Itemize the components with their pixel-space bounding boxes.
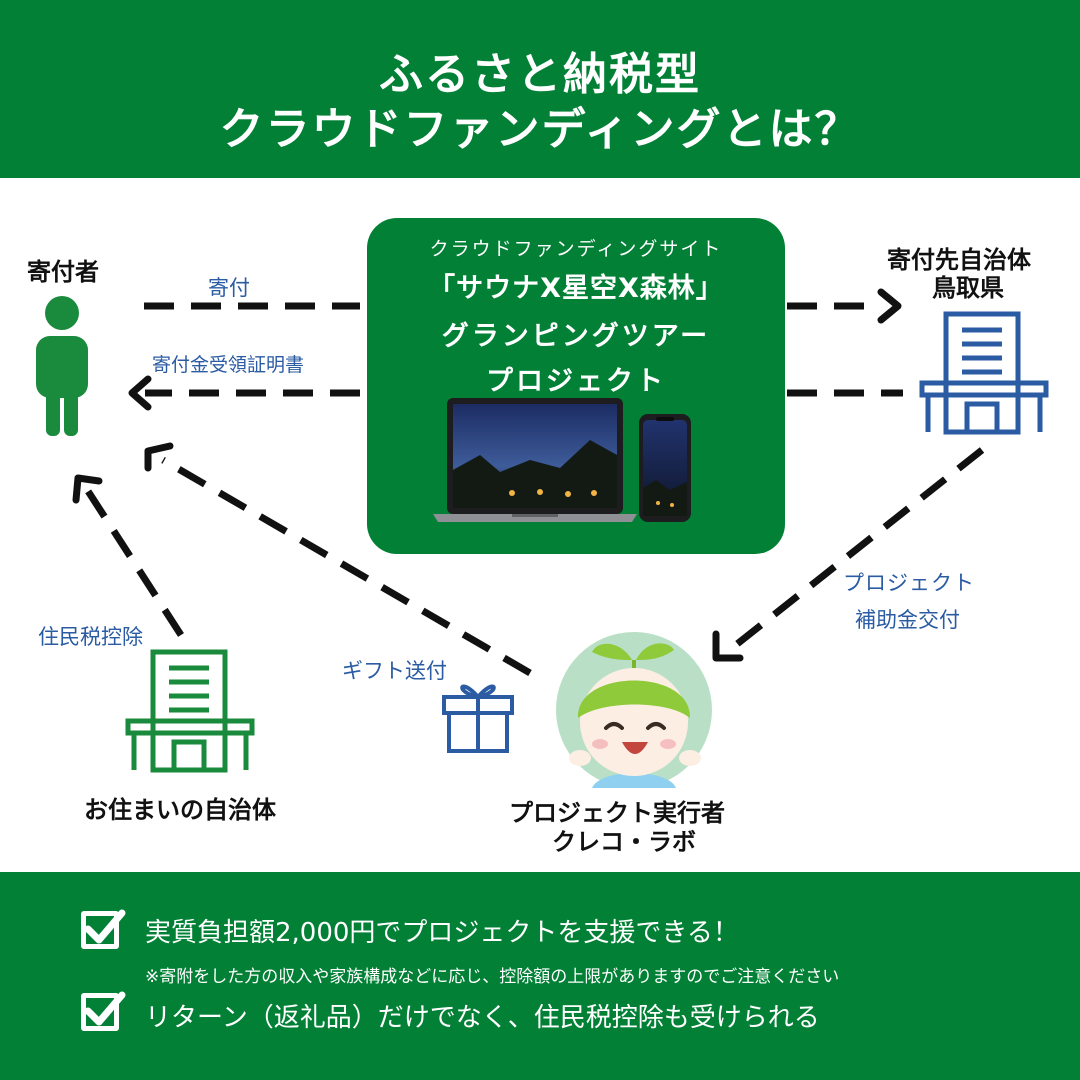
flow-label-receipt: 寄付金受領証明書 — [152, 354, 305, 376]
benefit-2-text: リターン（返礼品）だけでなく、住民税控除も受けられる — [145, 1003, 820, 1033]
donor-label: 寄付者 — [27, 258, 99, 286]
arrow-head-to-recipient — [877, 288, 902, 324]
flow-label-grant-line2: 補助金交付 — [855, 608, 960, 632]
arrow-gift-line — [161, 456, 532, 677]
arrow-head-tax — [72, 474, 103, 504]
executor-label-line1: プロジェクト実行者 — [509, 799, 725, 827]
arrow-grant-line — [724, 447, 985, 655]
arrow-head-gift — [144, 442, 174, 472]
benefit-note: ※寄附をした方の収入や家族構成などに応じ、控除額の上限がありますのでご注意くださ… — [145, 967, 840, 987]
checkbox-icon-1 — [81, 909, 126, 949]
benefit-1-text: 実質負担額2,000円でプロジェクトを支援できる！ — [145, 918, 739, 948]
site-box-project-line3: プロジェクト — [486, 366, 666, 397]
site-box-project-line1: 「サウナX星空X森林」 — [428, 273, 724, 304]
site-box-subtitle: クラウドファンディングサイト — [429, 238, 723, 260]
site-box-project-line2: グランピングツアー — [441, 321, 711, 352]
recipient-building-icon — [919, 311, 1049, 435]
recipient-label-line2: 鳥取県 — [932, 274, 1004, 302]
flow-label-grant-line1: プロジェクト — [843, 571, 975, 595]
home-municipality-label: お住まいの自治体 — [84, 796, 276, 824]
home-building-icon — [125, 649, 255, 773]
page-title-line2: クラウドファンディングとは？ — [219, 104, 861, 155]
arrow-tax-line — [83, 486, 184, 637]
benefits-banner — [0, 872, 1080, 1080]
executor-label-line2: クレコ・ラボ — [552, 828, 696, 856]
flow-label-donation: 寄付 — [208, 276, 250, 300]
arrow-head-grant — [712, 630, 744, 662]
laptop-image — [433, 398, 637, 522]
phone-image — [639, 414, 691, 522]
checkbox-icon-2 — [81, 991, 126, 1031]
person-icon — [36, 296, 88, 436]
gift-icon — [442, 684, 514, 753]
recipient-label-line1: 寄付先自治体 — [887, 246, 1031, 274]
flow-label-gift: ギフト送付 — [342, 659, 447, 683]
flow-label-tax-deduction: 住民税控除 — [38, 625, 143, 649]
page-title-line1: ふるさと納税型 — [379, 49, 701, 100]
arrow-head-receipt — [128, 375, 152, 411]
header-banner — [0, 0, 1080, 178]
character-avatar — [556, 632, 712, 788]
